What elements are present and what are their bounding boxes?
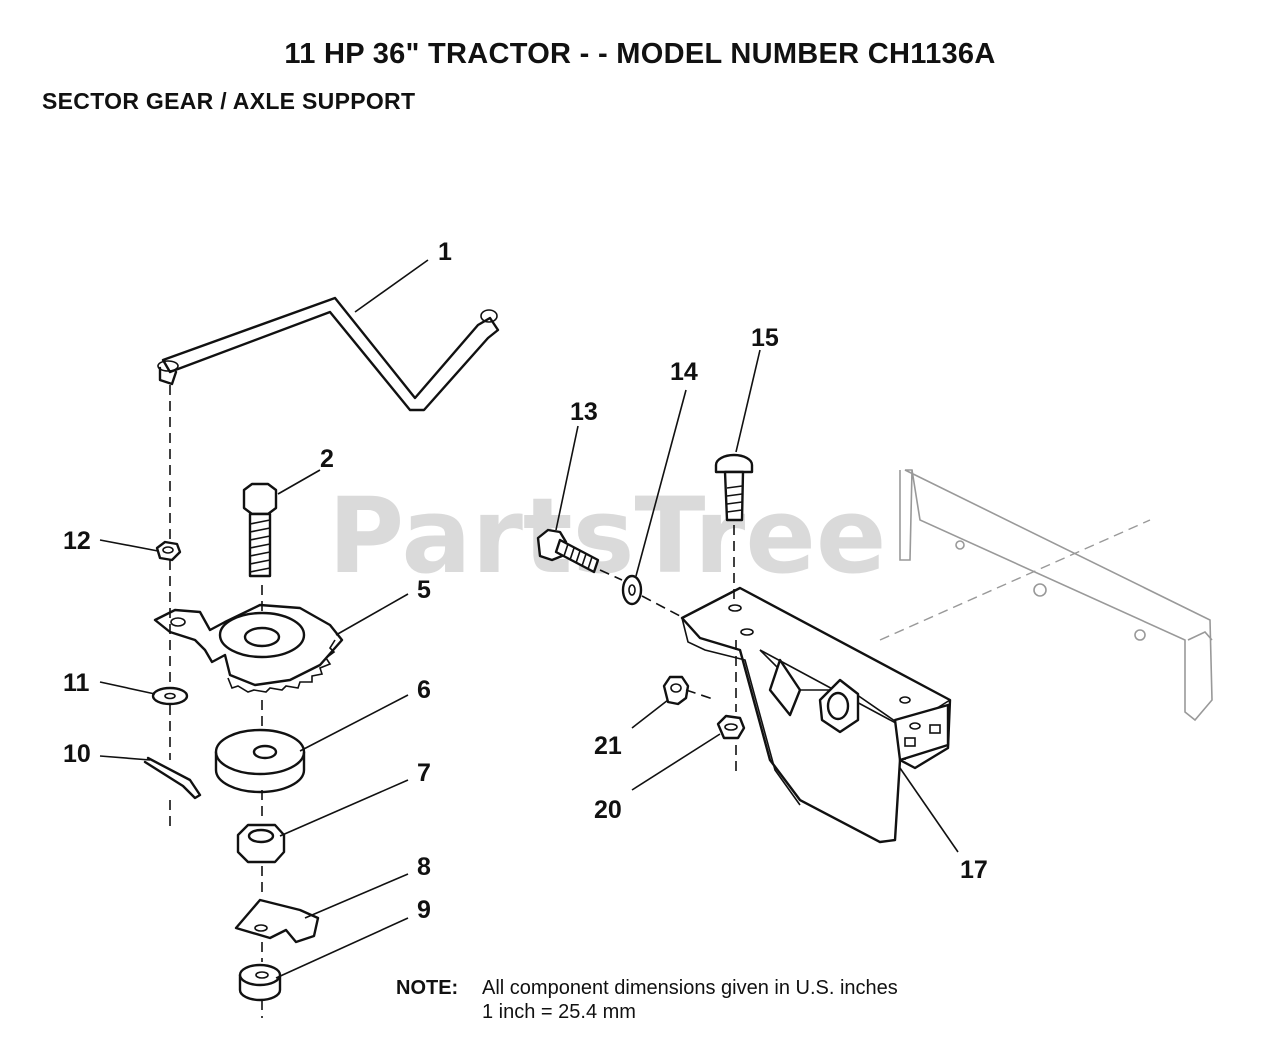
callout-9: 9 — [417, 896, 431, 924]
part-17-axle-support — [680, 586, 952, 844]
part-10-cotter-pin — [143, 756, 202, 800]
part-1-drag-link — [157, 296, 500, 412]
note-line-1: All component dimensions given in U.S. i… — [482, 977, 898, 999]
part-8-clip — [234, 898, 320, 944]
dimensions-note: NOTE: All component dimensions given in U… — [396, 976, 898, 1024]
callout-21: 21 — [594, 732, 622, 760]
part-7-nut — [236, 823, 286, 864]
callout-14: 14 — [670, 358, 698, 386]
callout-10: 10 — [63, 740, 91, 768]
part-21-nut — [662, 675, 690, 706]
part-15-carriage-bolt — [714, 453, 754, 522]
callout-17: 17 — [960, 856, 988, 884]
part-11-washer — [151, 686, 189, 706]
callout-8: 8 — [417, 853, 431, 881]
callout-5: 5 — [417, 576, 431, 604]
part-13-bolt — [536, 528, 600, 574]
callout-20: 20 — [594, 796, 622, 824]
part-5-sector-gear — [153, 603, 344, 693]
callout-6: 6 — [417, 676, 431, 704]
part-20-nut — [716, 714, 746, 740]
part-9-nut — [238, 963, 282, 1002]
page-title: 11 HP 36" TRACTOR - - MODEL NUMBER CH113… — [284, 38, 996, 70]
part-6-spacer — [214, 728, 306, 794]
part-14-washer — [621, 574, 643, 606]
right-assembly-lines — [599, 525, 737, 775]
watermark-text: PartsTree — [328, 475, 886, 597]
callout-15: 15 — [751, 324, 779, 352]
callout-1: 1 — [438, 238, 452, 266]
note-label: NOTE: — [396, 977, 459, 999]
part-2-bolt — [242, 482, 278, 578]
section-title: SECTOR GEAR / AXLE SUPPORT — [42, 88, 416, 114]
part-12-nut — [155, 540, 182, 562]
note-body: All component dimensions given in U.S. i… — [482, 976, 898, 1024]
callout-2: 2 — [320, 445, 334, 473]
callout-11: 11 — [63, 669, 90, 697]
frame-outline — [879, 469, 1213, 722]
callout-leaders — [99, 259, 959, 979]
assembly-axis-lines — [169, 385, 263, 1018]
callout-12: 12 — [63, 527, 91, 555]
callout-labels: 1 2 5 6 7 8 9 10 11 12 13 14 15 17 20 21 — [63, 238, 988, 924]
callout-13: 13 — [570, 398, 598, 426]
note-line-2: 1 inch = 25.4 mm — [482, 1001, 636, 1023]
callout-7: 7 — [417, 759, 431, 787]
